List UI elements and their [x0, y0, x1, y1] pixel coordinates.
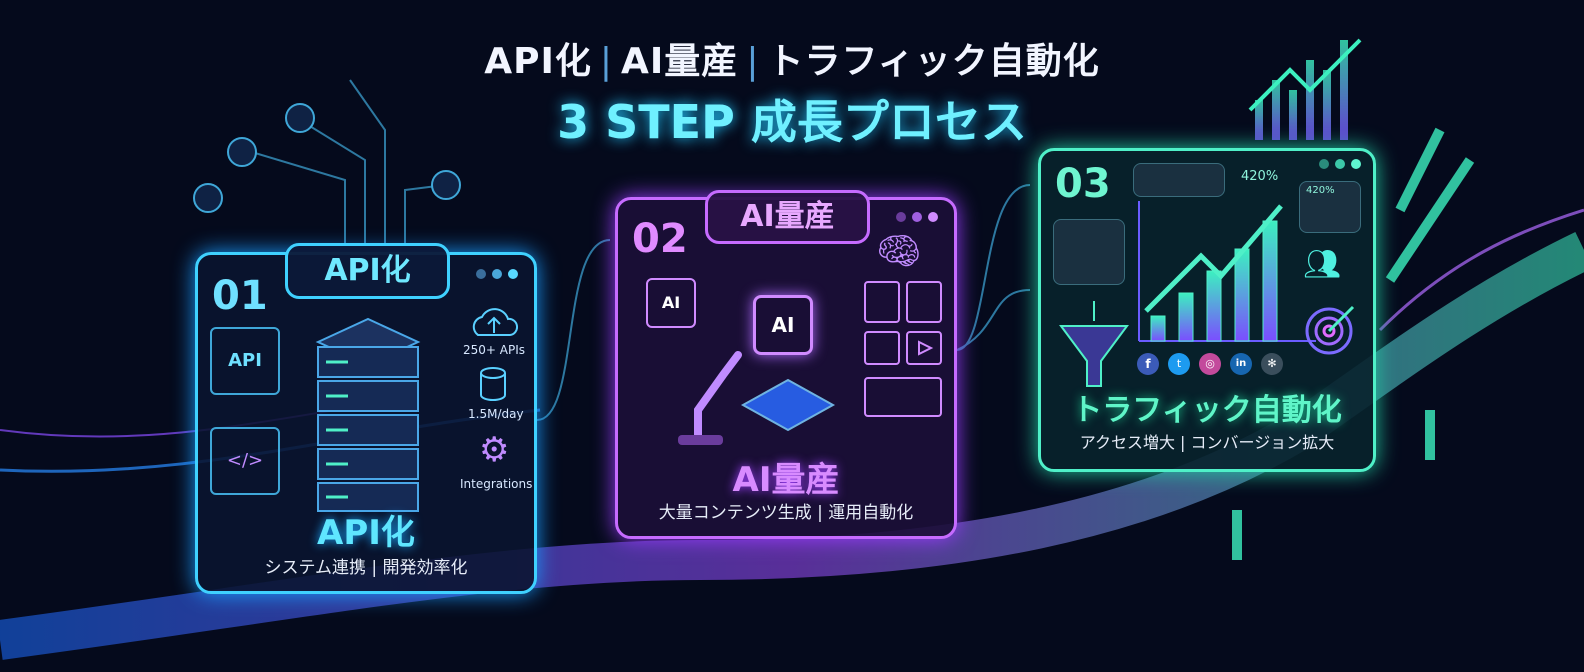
step-name: トラフィック自動化: [1072, 393, 1342, 428]
step-card-api: 01 API </> 250+ APIs 1.5M/day ⚙ Integrat…: [195, 252, 537, 594]
processor-platform-icon: [740, 378, 836, 432]
step-tab-api: API化: [285, 243, 450, 299]
content-files-icon: [864, 281, 942, 417]
apis-count-label: 250+ APIs: [463, 343, 526, 357]
chart-card-icon: [1053, 219, 1125, 285]
network-icon[interactable]: ✻: [1261, 353, 1283, 375]
step-number: 02: [632, 216, 688, 262]
users-icon: 👥︎: [1303, 247, 1342, 282]
target-icon: [1305, 305, 1355, 355]
growth-main-label: 420%: [1241, 169, 1279, 184]
mini-chart-widget: 420%: [1299, 181, 1361, 233]
analytics-widget: [1133, 163, 1225, 197]
page-title: API化|AI量産|トラフィック自動化: [484, 41, 1100, 82]
server-rack-icon: [315, 317, 421, 512]
ai-chip-small-icon: AI: [646, 278, 696, 328]
page-subtitle: 3 STEP 成長プロセス: [557, 95, 1027, 149]
cloud-node-icon: [285, 103, 315, 133]
step-card-traffic: 03 420% 420% 👥︎ f t ◎ in ✻ トラフィック自動化 アクセ…: [1038, 148, 1376, 472]
settings-node-icon: [193, 183, 223, 213]
instagram-icon[interactable]: ◎: [1199, 353, 1221, 375]
api-window-icon: API: [210, 327, 280, 395]
step-name: AI量産: [732, 460, 840, 500]
window-dots: [896, 212, 938, 222]
daily-volume-label: 1.5M/day: [468, 407, 524, 421]
code-window-icon: </>: [210, 427, 280, 495]
step-number: 03: [1055, 161, 1111, 207]
linkedin-icon[interactable]: in: [1230, 353, 1252, 375]
database-icon: [480, 367, 506, 401]
facebook-icon[interactable]: f: [1137, 353, 1159, 375]
circuit-lines: [244, 79, 1031, 421]
integrations-label: Integrations: [460, 477, 533, 491]
twitter-icon[interactable]: t: [1168, 353, 1190, 375]
growth-small-label: 420%: [1306, 185, 1335, 196]
window-dots: [1319, 159, 1361, 169]
title-part-ai: AI量産: [621, 41, 739, 82]
title-part-api: API化: [484, 41, 592, 82]
window-dots: [476, 269, 518, 279]
step-description: アクセス増大 | コンバージョン拡大: [1079, 433, 1335, 452]
step-description: 大量コンテンツ生成 | 運用自動化: [658, 503, 914, 523]
chart-node-icon: [431, 170, 461, 200]
title-part-traffic: トラフィック自動化: [767, 41, 1100, 82]
funnel-icon: [1059, 301, 1129, 387]
document-node-icon: [227, 137, 257, 167]
gear-icon: ⚙: [479, 430, 510, 470]
robot-arm-icon: [678, 351, 742, 445]
step-description: システム連携 | 開発効率化: [264, 558, 468, 578]
growth-chart: [1138, 201, 1316, 342]
growth-arrows: [1232, 127, 1475, 560]
step-number: 01: [212, 273, 268, 319]
brain-icon: 🧠︎: [876, 231, 922, 272]
step-card-ai: 02 🧠︎ AI AI AI量産 大量コンテンツ生成 | 運用自動化: [615, 197, 957, 539]
step-tab-ai: AI量産: [705, 190, 870, 244]
ai-chip-main-icon: AI: [753, 295, 813, 355]
step-name: API化: [317, 513, 415, 553]
background-bar-chart: [1255, 40, 1348, 140]
social-icons: f t ◎ in ✻: [1137, 353, 1283, 375]
cloud-upload-icon: [472, 308, 518, 336]
